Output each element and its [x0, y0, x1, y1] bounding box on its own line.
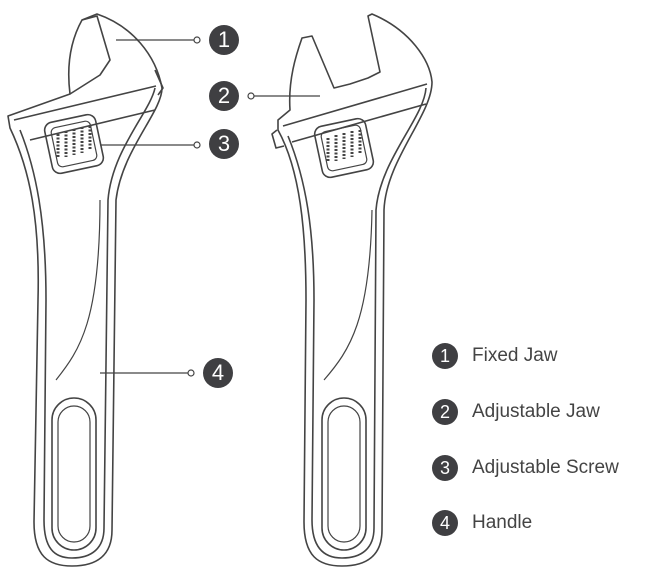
- legend-label: Handle: [472, 512, 533, 533]
- legend-item-adjustable-screw: 3 Adjustable Screw: [432, 454, 619, 482]
- wrench-left: [7, 13, 164, 567]
- callout-badge-2: 2: [209, 81, 239, 111]
- callout-badge-3: 3: [209, 129, 239, 159]
- callout-badge-4: 4: [203, 358, 233, 388]
- legend-label: Fixed Jaw: [472, 345, 558, 366]
- legend-label: Adjustable Jaw: [472, 401, 600, 422]
- legend-item-fixed-jaw: 1 Fixed Jaw: [432, 342, 558, 370]
- legend-number: 2: [432, 399, 458, 425]
- leader-lines: [100, 36, 320, 377]
- legend-label: Adjustable Screw: [472, 457, 619, 478]
- legend-item-adjustable-jaw: 2 Adjustable Jaw: [432, 398, 600, 426]
- wrench-right: [271, 13, 433, 567]
- callout-badge-1: 1: [209, 25, 239, 55]
- legend-number: 4: [432, 510, 458, 536]
- legend-item-handle: 4 Handle: [432, 509, 532, 537]
- legend-number: 1: [432, 343, 458, 369]
- legend-number: 3: [432, 455, 458, 481]
